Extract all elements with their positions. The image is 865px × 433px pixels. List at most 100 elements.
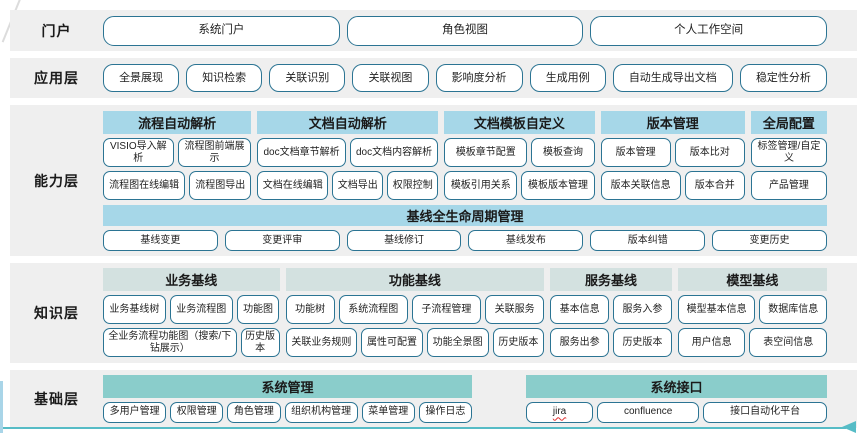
item-button[interactable]: 功能树: [285, 295, 335, 324]
application-button[interactable]: 自动生成导出文档: [612, 64, 733, 92]
group-row: 基本信息服务入参: [550, 295, 672, 324]
feature-group: 全局配置标签管理/自定义产品管理: [750, 111, 827, 201]
layer-band-knowledge: 知识层 业务基线业务基线树业务流程图功能图全业务流程功能图（搜索/下钻展示）历史…: [10, 263, 857, 363]
application-button[interactable]: 知识检索: [186, 64, 263, 92]
group-row: 用户信息表空间信息: [677, 328, 827, 357]
group-header: 版本管理: [600, 111, 745, 134]
layer-label-capability: 能力层: [34, 173, 79, 189]
bottom-accent-line: [0, 426, 846, 429]
baseline-button[interactable]: 变更评审: [224, 230, 340, 251]
item-button[interactable]: 标签管理/自定义: [750, 138, 827, 168]
group-row: 业务基线树业务流程图功能图: [103, 295, 280, 324]
feature-group: 系统管理多用户管理权限管理角色管理组织机构管理菜单管理操作日志: [103, 374, 473, 423]
item-button[interactable]: 版本比对: [674, 138, 745, 168]
application-button[interactable]: 关联视图: [352, 64, 429, 92]
application-button[interactable]: 全景展现: [103, 64, 180, 92]
feature-group: 版本管理版本管理版本比对版本关联信息版本合并: [600, 111, 745, 201]
item-button[interactable]: 表空间信息: [749, 328, 827, 357]
item-button[interactable]: 流程图前端展示: [177, 138, 252, 168]
item-button[interactable]: 模型基本信息: [677, 295, 756, 324]
group-header: 业务基线: [103, 268, 280, 291]
item-button[interactable]: 版本管理: [600, 138, 671, 168]
item-button[interactable]: 操作日志: [418, 401, 473, 423]
item-button[interactable]: 业务基线树: [103, 295, 166, 324]
item-button[interactable]: 菜单管理: [361, 401, 415, 423]
feature-group: 业务基线业务基线树业务流程图功能图全业务流程功能图（搜索/下钻展示）历史版本: [103, 268, 280, 357]
item-button[interactable]: 模板章节配置: [444, 138, 528, 168]
item-button[interactable]: VISIO导入解析: [103, 138, 174, 168]
application-button[interactable]: 影响度分析: [435, 64, 523, 92]
baseline-button[interactable]: 版本纠错: [590, 230, 706, 251]
item-button[interactable]: 基本信息: [550, 295, 610, 324]
application-button[interactable]: 关联识别: [269, 64, 346, 92]
group-row: 标签管理/自定义: [750, 138, 827, 168]
group-header: 全局配置: [750, 111, 827, 134]
item-button[interactable]: 权限控制: [387, 171, 439, 201]
group-row: 模型基本信息数据库信息: [677, 295, 827, 324]
layer-label-base: 基础层: [34, 390, 79, 407]
item-button[interactable]: 数据库信息: [759, 295, 827, 324]
item-button[interactable]: 属性可配置: [361, 328, 423, 357]
item-button[interactable]: 全业务流程功能图（搜索/下钻展示）: [103, 328, 237, 357]
baseline-button[interactable]: 基线变更: [103, 230, 218, 251]
baseline-button[interactable]: 变更历史: [712, 230, 827, 251]
baseline-button[interactable]: 基线修订: [346, 230, 462, 251]
feature-group: 服务基线基本信息服务入参服务出参历史版本: [550, 268, 672, 357]
portal-button[interactable]: 个人工作空间: [590, 15, 828, 46]
item-button[interactable]: 功能全景图: [426, 328, 489, 357]
layer-band-portal: 门户 系统门户角色视图个人工作空间: [10, 10, 857, 51]
item-button[interactable]: 子流程管理: [411, 295, 482, 324]
item-button[interactable]: 模板版本管理: [521, 171, 595, 201]
item-button[interactable]: 角色管理: [227, 401, 281, 423]
item-button[interactable]: 流程图导出: [189, 171, 252, 201]
item-button[interactable]: 历史版本: [240, 328, 280, 357]
application-button[interactable]: 生成用例: [529, 64, 606, 92]
item-button[interactable]: 功能图: [236, 295, 280, 324]
item-button[interactable]: 版本关联信息: [600, 171, 681, 201]
item-button[interactable]: 服务入参: [613, 295, 672, 324]
feature-group: 模型基线模型基本信息数据库信息用户信息表空间信息: [677, 268, 827, 357]
portal-button[interactable]: 系统门户: [103, 15, 340, 46]
item-button[interactable]: 用户信息: [677, 328, 746, 357]
item-button[interactable]: doc文档内容解析: [349, 138, 439, 168]
item-button[interactable]: confluence: [597, 401, 700, 423]
item-button[interactable]: 服务出参: [550, 328, 610, 357]
item-button[interactable]: 模板查询: [531, 138, 595, 168]
item-button[interactable]: 权限管理: [170, 401, 224, 423]
group-row: 文档在线编辑文档导出权限控制: [257, 171, 439, 201]
left-accent-line: [0, 381, 3, 433]
item-button[interactable]: 多用户管理: [103, 401, 167, 423]
item-button[interactable]: doc文档章节解析: [257, 138, 346, 168]
item-button[interactable]: 流程图在线编辑: [103, 171, 186, 201]
portal-button[interactable]: 角色视图: [346, 15, 584, 46]
application-button[interactable]: 稳定性分析: [739, 64, 827, 92]
group-header: 系统管理: [103, 374, 472, 398]
item-button[interactable]: 接口自动化平台: [703, 401, 828, 423]
item-button[interactable]: 文档导出: [332, 171, 384, 201]
group-header: 文档模板自定义: [444, 111, 595, 134]
item-button[interactable]: 关联业务规则: [285, 328, 358, 357]
item-button[interactable]: 版本合并: [684, 171, 745, 201]
item-button[interactable]: 历史版本: [492, 328, 545, 357]
item-button[interactable]: 文档在线编辑: [257, 171, 329, 201]
item-button[interactable]: 历史版本: [613, 328, 672, 357]
item-button[interactable]: 产品管理: [750, 171, 827, 201]
baseline-lifecycle-header: 基线全生命周期管理: [103, 205, 827, 226]
group-row: 流程图在线编辑流程图导出: [103, 171, 252, 201]
item-button[interactable]: 模板引用关系: [444, 171, 518, 201]
item-button[interactable]: 组织机构管理: [284, 401, 358, 423]
group-header: 功能基线: [285, 268, 545, 291]
item-button[interactable]: jira: [526, 401, 594, 423]
group-row: 产品管理: [750, 171, 827, 201]
application-items: 全景展现知识检索关联识别关联视图影响度分析生成用例自动生成导出文档稳定性分析: [103, 64, 827, 92]
item-button[interactable]: 业务流程图: [169, 295, 233, 324]
item-button[interactable]: 系统流程图: [338, 295, 408, 324]
feature-group: 文档模板自定义模板章节配置模板查询模板引用关系模板版本管理: [444, 111, 595, 201]
baseline-button[interactable]: 基线发布: [468, 230, 584, 251]
baseline-lifecycle-items: 基线变更变更评审基线修订基线发布版本纠错变更历史: [103, 230, 827, 251]
item-button[interactable]: 关联服务: [485, 295, 545, 324]
